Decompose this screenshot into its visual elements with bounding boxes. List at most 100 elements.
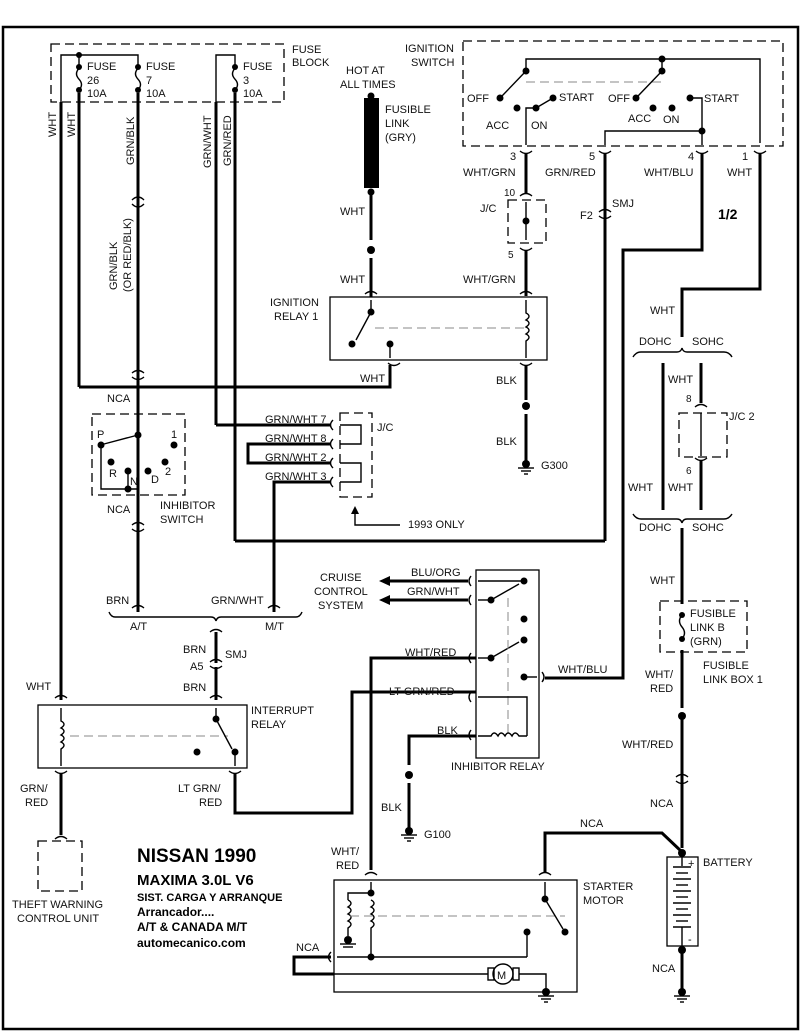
terminal-3: 3	[510, 151, 516, 163]
relay-coil-icon	[478, 732, 527, 738]
relay-coil-icon	[524, 300, 530, 358]
battery-plus-icon: +	[688, 858, 694, 870]
switch-pos-off: OFF	[467, 93, 489, 105]
junction-connector-1993: J/C	[329, 412, 394, 498]
wire-label-blu-org: BLU/ORG	[411, 567, 461, 579]
connector-icon	[387, 362, 533, 367]
connector-icon	[131, 369, 145, 381]
connector-icon	[519, 192, 533, 197]
wire-label-grn-wht: GRN/WHT	[202, 115, 214, 168]
ground-g100-label: G100	[424, 829, 451, 841]
relay-coil-icon	[346, 899, 352, 936]
fuse-7-label: FUSE	[146, 61, 175, 73]
jc-1993-label: J/C	[377, 422, 394, 434]
fusible-link-icon	[364, 98, 379, 188]
interrupt-relay	[37, 694, 248, 775]
switch-pos-on: ON	[663, 114, 680, 126]
wire-label-or-red-blk: (OR RED/BLK)	[122, 218, 134, 292]
jc-1993-note: 1993 ONLY	[408, 519, 465, 531]
brace-icon	[108, 611, 303, 622]
ignition-relay-label: IGNITION	[270, 297, 319, 309]
engine-split-dohc: DOHC	[639, 522, 671, 534]
hot-at-all-times-label: HOT AT	[346, 65, 385, 77]
wire-label-lt-grn-red: LT GRN/RED	[389, 686, 455, 698]
wire-label-grn-blk: GRN/BLK	[125, 116, 137, 165]
connector-icon	[131, 521, 145, 533]
terminal-5: 5	[589, 151, 595, 163]
jc-pin-grn-wht-3: GRN/WHT 3	[265, 471, 327, 483]
wire-label-wht: WHT	[668, 374, 693, 386]
wire-label-nca: NCA	[107, 393, 131, 405]
terminal-1: 1	[742, 151, 748, 163]
connector-icon	[364, 871, 552, 876]
interrupt-relay-label-2: RELAY	[251, 719, 287, 731]
wire-label-wht: WHT	[66, 112, 78, 137]
connector-icon	[694, 403, 708, 408]
jc-pin-grn-wht-8: GRN/WHT 8	[265, 433, 327, 445]
theft-warning-label-2: CONTROL UNIT	[17, 913, 99, 925]
fusible-link-b-label-3: (GRN)	[690, 636, 722, 648]
fuse-26-number: 26	[87, 75, 99, 87]
brace-icon	[632, 347, 733, 358]
wire-label-wht: WHT	[26, 681, 51, 693]
jc-pin-grn-wht-2: GRN/WHT 2	[265, 452, 327, 464]
wire-label-wht: WHT	[340, 274, 365, 286]
connector-icon	[694, 457, 708, 462]
connector-icon	[364, 290, 533, 295]
fusible-link-b: FUSIBLE LINK B (GRN)	[659, 600, 748, 653]
wire-label-grn-wht: GRN/WHT	[407, 586, 460, 598]
wire-label-brn: BRN	[183, 682, 206, 694]
fuse-icon	[678, 614, 686, 640]
fuse-block: FUSE BLOCK FUSE 26 10A FUSE 7 10A FUSE	[50, 43, 330, 103]
ignition-switch-label: IGNITION	[405, 43, 454, 55]
connector-icon	[54, 835, 68, 840]
engine-split-sohc: SOHC	[692, 336, 724, 348]
wire-label-wht: WHT	[650, 575, 675, 587]
jc-label: J/C	[480, 203, 497, 215]
title-model: MAXIMA 3.0L V6	[137, 872, 254, 889]
wire-label-wht-blu: WHT/BLU	[558, 664, 608, 676]
brace-icon	[632, 513, 733, 524]
fusible-link-box-label-2: LINK BOX 1	[703, 674, 763, 686]
wire-label-wht-grn: WHT/GRN	[463, 274, 516, 286]
wire-label-blk: BLK	[496, 375, 517, 387]
inhibitor-pos-2: 2	[165, 466, 171, 478]
smj-label: SMJ	[612, 198, 634, 210]
hot-at-all-times-label-2: ALL TIMES	[340, 79, 396, 91]
page-indicator: 1/2	[718, 206, 738, 222]
wire-label-lt-grn-red-2: RED	[199, 797, 222, 809]
wire-label-wht-red: WHT/	[331, 846, 360, 858]
jc2-label: J/C 2	[729, 411, 755, 423]
wire-label-lt-grn-red: LT GRN/	[178, 783, 221, 795]
fusible-link-label-2: LINK	[385, 118, 410, 130]
wire-label-wht: WHT	[360, 373, 385, 385]
ignition-switch-label-2: SWITCH	[411, 57, 454, 69]
fuse-7-rating: 10A	[146, 88, 166, 100]
ignition-relay-label-2: RELAY 1	[274, 311, 318, 323]
wire-label-wht: WHT	[340, 206, 365, 218]
fusible-link-b-label: FUSIBLE	[690, 608, 736, 620]
fuse-icon	[231, 64, 239, 93]
connector-icon	[598, 208, 612, 220]
fuse-26-rating: 10A	[87, 88, 107, 100]
terminal-4: 4	[688, 151, 694, 163]
inhibitor-pos-n: N	[130, 476, 138, 488]
wire-label-wht-red-2: RED	[650, 683, 673, 695]
inhibitor-pos-1: 1	[171, 429, 177, 441]
smj-pin-f2: F2	[580, 210, 593, 222]
switch-pos-start: START	[704, 93, 739, 105]
starter-motor: M	[327, 879, 578, 1003]
wire-label-nca: NCA	[652, 963, 676, 975]
wire-label-grn-red-2: RED	[25, 797, 48, 809]
junction-connector-jc: J/C	[480, 199, 547, 244]
inhibitor-pos-d: D	[151, 474, 159, 486]
engine-split-dohc: DOHC	[639, 336, 671, 348]
inhibitor-relay-label: INHIBITOR RELAY	[451, 761, 545, 773]
wire-label-wht-red-2: RED	[336, 860, 359, 872]
wire-label-blk: BLK	[496, 436, 517, 448]
inhibitor-switch: P R N D 2 1	[91, 413, 186, 496]
jc2-pin-8: 8	[686, 394, 692, 405]
fuse-icon	[75, 64, 83, 93]
wire-label-grn-red: GRN/RED	[545, 167, 596, 179]
title-source: automecanico.com	[137, 936, 246, 950]
